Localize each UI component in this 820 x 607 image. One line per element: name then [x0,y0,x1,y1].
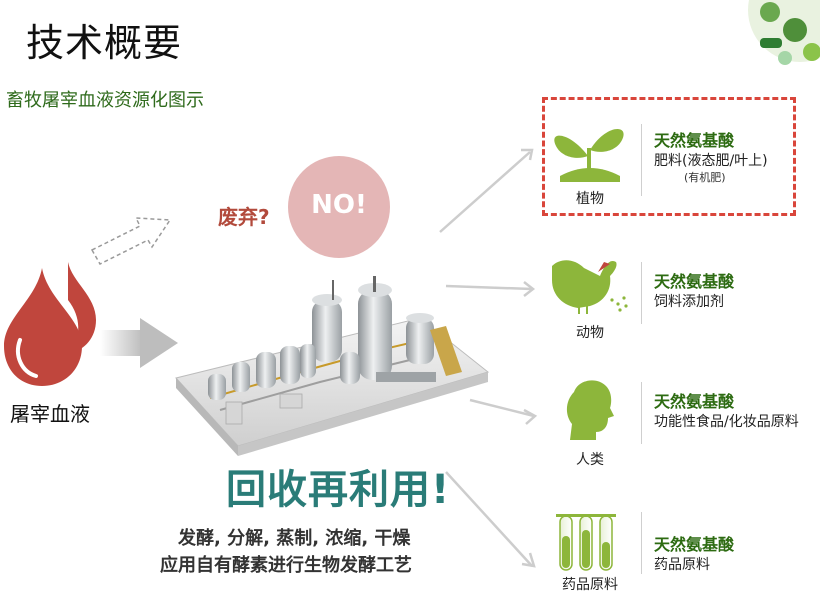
category-pharma: 药品原料 [562,577,618,593]
highlight-box [542,97,796,216]
diagram-subtitle: 畜牧屠宰血液资源化图示 [6,90,204,111]
no-circle [288,156,390,258]
output-desc: 药品原料 [654,557,710,573]
output-desc: 饲料添加剂 [654,294,724,310]
chicken-icon [552,260,628,314]
process-steps: 发酵, 分解, 蒸制, 浓缩, 干燥 [178,528,411,549]
output-note: (有机肥) [684,171,726,184]
human-head-icon [566,380,614,440]
category-plants: 植物 [576,191,604,207]
flow-arrow-icon [100,318,178,368]
test-tubes-icon [556,514,616,571]
dashed-arrow-icon [90,217,172,265]
output-arrows [439,148,538,568]
output-heading: 天然氨基酸 [654,131,735,150]
output-desc: 肥料(液态肥/叶上) [654,153,768,169]
category-animals: 动物 [576,325,604,341]
category-humans: 人类 [576,452,604,468]
eco-logo [748,0,820,65]
output-heading: 天然氨基酸 [654,272,735,291]
output-heading: 天然氨基酸 [654,535,735,554]
blood-drop-icon [4,262,96,386]
process-note: 应用自有酵素进行生物发酵工艺 [160,555,412,576]
sprout-icon [554,129,624,182]
output-desc: 功能性食品/化妆品原料 [654,414,799,430]
waste-question: 废弃? [218,205,270,229]
page-title: 技术概要 [26,21,183,65]
no-label: NO! [311,190,367,220]
factory-illustration [175,276,490,456]
recycle-label: 回收再利用! [226,467,451,513]
output-heading: 天然氨基酸 [654,392,735,411]
blood-label: 屠宰血液 [10,402,90,426]
